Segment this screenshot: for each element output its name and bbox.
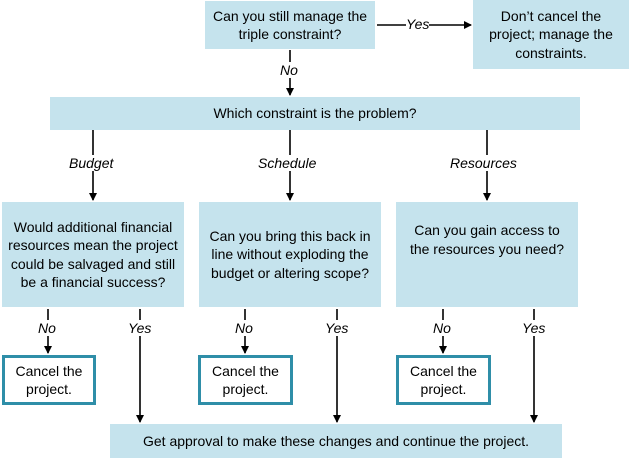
question-resources: Can you gain access to the resources you… [396,202,578,307]
question-which-constraint-text: Which constraint is the problem? [213,105,417,122]
label-yes-3: Yes [522,320,546,336]
question-triple-constraint-text: Can you still manage the triple constrai… [212,7,368,43]
label-no-1: No [38,320,56,336]
label-yes-2: Yes [325,320,349,336]
question-resources-text: Can you gain access to the resources you… [409,222,565,257]
label-budget: Budget [69,155,114,171]
cancel-project-box-3: Cancel the project. [396,355,491,405]
question-which-constraint: Which constraint is the problem? [50,97,580,130]
cancel-project-text-2: Cancel the project. [212,362,279,398]
question-triple-constraint: Can you still manage the triple constrai… [205,1,375,49]
label-schedule: Schedule [258,155,317,171]
dont-cancel-text: Don’t cancel the project; manage the con… [489,7,613,61]
cancel-project-box-1: Cancel the project. [2,355,96,405]
cancel-project-text-1: Cancel the project. [15,362,83,398]
question-budget: Would additional financial resources mea… [2,202,184,307]
label-no-3: No [433,320,451,336]
dont-cancel-box: Don’t cancel the project; manage the con… [473,0,629,69]
approval-text: Get approval to make these changes and c… [142,432,530,449]
cancel-project-text-3: Cancel the project. [410,362,477,398]
cancel-project-box-2: Cancel the project. [198,355,293,405]
label-resources: Resources [450,155,517,171]
label-no-2: No [235,320,253,336]
question-schedule-text: Can you bring this back in line without … [209,227,371,281]
label-yes-top: Yes [406,16,430,32]
question-schedule: Can you bring this back in line without … [199,202,381,307]
question-budget-text: Would additional financial resources mea… [8,218,178,291]
label-yes-1: Yes [128,320,152,336]
label-no-top: No [280,62,298,78]
approval-box: Get approval to make these changes and c… [110,424,562,458]
